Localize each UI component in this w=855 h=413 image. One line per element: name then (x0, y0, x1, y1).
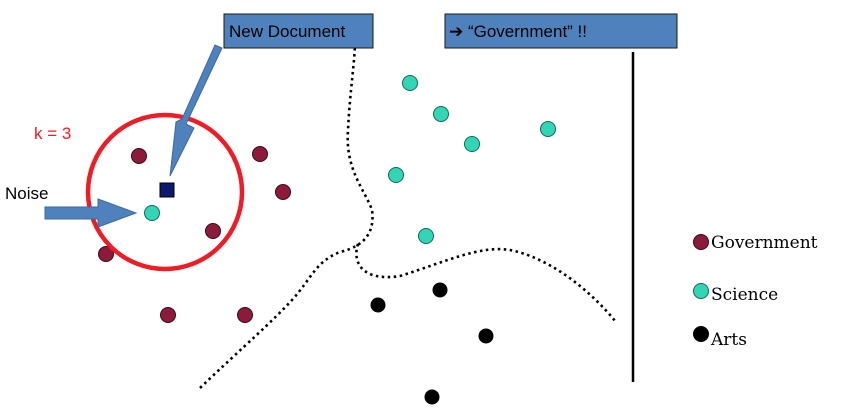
government-points (98, 146, 291, 323)
noise-label: Noise (5, 184, 48, 203)
noise-arrow (44, 198, 138, 228)
science-point (388, 167, 404, 183)
legend-arts-label: Arts (710, 330, 747, 350)
query-point (159, 182, 175, 198)
science-point (540, 121, 556, 137)
arts-point (370, 297, 386, 313)
boundary-science-arts (355, 243, 618, 323)
new-document-callout: New Document (223, 13, 374, 49)
science-point (464, 136, 480, 152)
arts-point (432, 282, 448, 298)
callout-arrow (169, 44, 223, 177)
arts-points (370, 282, 494, 405)
science-points (144, 75, 556, 244)
arts-point (478, 328, 494, 344)
verdict-box (444, 13, 678, 49)
legend-government-label: Government (711, 233, 818, 253)
boundary-government-science (199, 41, 374, 389)
science-point (402, 75, 418, 91)
decision-boundaries (199, 41, 635, 389)
verdict-label: ➔ “Government” !! (449, 22, 587, 41)
k-neighborhood-circle (85, 112, 245, 272)
legend-science-marker (693, 283, 709, 299)
government-point (252, 146, 268, 162)
science-point (433, 106, 449, 122)
new-document-box (223, 13, 374, 49)
arts-point (424, 389, 440, 405)
legend-arts-marker (693, 326, 709, 342)
government-point (131, 148, 147, 164)
legend-science-label: Science (711, 285, 778, 305)
science-point-noise (144, 205, 160, 221)
government-point (160, 307, 176, 323)
government-point (205, 223, 221, 239)
legend: Government Science Arts (693, 233, 818, 350)
government-point (275, 184, 291, 200)
government-point (237, 307, 253, 323)
verdict-callout: ➔ “Government” !! (444, 13, 678, 49)
government-point (98, 246, 114, 262)
new-document-label: New Document (229, 22, 345, 41)
legend-government-marker (693, 234, 709, 250)
k-value-label: k = 3 (34, 124, 71, 143)
science-point (418, 228, 434, 244)
